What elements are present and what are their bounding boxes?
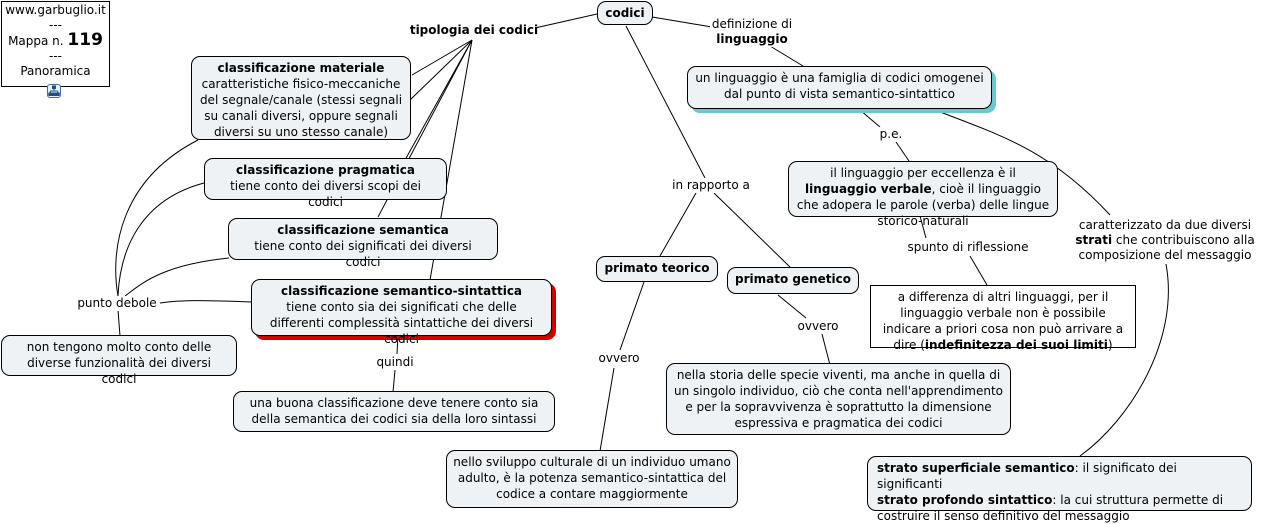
node-text: tiene conto sia dei significati che dell… xyxy=(269,300,534,346)
storia-specie-node[interactable]: nella storia delle specie viventi, ma an… xyxy=(666,363,1011,435)
punto-debole-label: punto debole xyxy=(76,296,158,311)
caratterizzato-label: caratterizzato da due diversi strati che… xyxy=(1062,218,1268,263)
classificazione-semantica-node[interactable]: classificazione semantica tiene conto de… xyxy=(228,218,498,269)
node-text: , cioè il linguaggio che adopera le paro… xyxy=(796,182,1050,228)
node-text: tiene conto dei diversi scopi dei codici xyxy=(230,179,421,209)
separator: --- xyxy=(49,18,62,32)
ovvero-label-teorico: ovvero xyxy=(596,351,642,366)
tipologia-label: tipologia dei codici xyxy=(409,23,539,37)
linguaggio-definition-node[interactable]: un linguaggio è una famiglia di codici o… xyxy=(687,66,992,109)
hierarchy-icon[interactable] xyxy=(47,84,61,98)
codici-node[interactable]: codici xyxy=(597,1,653,25)
in-rapporto-label: in rapporto a xyxy=(668,178,754,193)
definizione-label-bold: linguaggio xyxy=(716,32,788,46)
linguaggio-verbale-node[interactable]: il linguaggio per eccellenza è il lingua… xyxy=(788,161,1058,228)
definizione-label-line: definizione di xyxy=(711,17,793,31)
separator: --- xyxy=(49,49,62,63)
site-url[interactable]: www.garbuglio.it xyxy=(5,3,106,17)
node-title: classificazione materiale xyxy=(217,61,385,75)
node-bold: indefinitezza dei suoi limiti xyxy=(924,338,1108,352)
node-text: il linguaggio per eccellenza è il xyxy=(830,166,1016,180)
primato-genetico-node[interactable]: primato genetico xyxy=(727,267,859,294)
map-info-box: www.garbuglio.it --- Mappa n. 119 --- Pa… xyxy=(1,1,110,87)
node-text: tiene conto dei significati dei diversi … xyxy=(254,239,472,269)
label-text: caratterizzato da due diversi xyxy=(1078,218,1252,232)
node-text: ) xyxy=(1107,338,1113,352)
strati-node[interactable]: strato superficiale semantico: il signif… xyxy=(867,456,1252,523)
map-label: Mappa n. xyxy=(8,34,64,48)
node-text: : il significato dei significanti xyxy=(877,461,1177,491)
label-text: che contribuiscono alla composizione del… xyxy=(1078,233,1255,262)
quindi-label: quindi xyxy=(375,355,415,370)
ovvero-label-genetico: ovvero xyxy=(795,319,841,334)
label-bold: strati xyxy=(1075,233,1113,247)
view-label: Panoramica xyxy=(20,64,91,78)
primato-teorico-node[interactable]: primato teorico xyxy=(596,256,718,282)
sviluppo-culturale-node[interactable]: nello sviluppo culturale di un individuo… xyxy=(446,450,738,508)
node-bold: strato profondo sintattico xyxy=(877,493,1053,507)
non-tengono-node[interactable]: non tengono molto conto delle diverse fu… xyxy=(1,335,237,386)
classificazione-materiale-node[interactable]: classificazione materiale caratteristich… xyxy=(191,56,411,140)
node-title: classificazione semantico-sintattica xyxy=(280,284,523,298)
node-title: classificazione pragmatica xyxy=(236,163,415,177)
pe-label: p.e. xyxy=(876,127,906,142)
spunto-label: spunto di riflessione xyxy=(906,240,1030,255)
definizione-label: definizione di linguaggio xyxy=(710,17,794,47)
classificazione-pragmatica-node[interactable]: classificazione pragmatica tiene conto d… xyxy=(204,158,447,209)
node-bold: linguaggio verbale xyxy=(805,182,932,196)
node-title: classificazione semantica xyxy=(277,223,449,237)
classificazione-semantico-sintattica-node[interactable]: classificazione semantico-sintattica tie… xyxy=(251,279,552,346)
map-number-line: Mappa n. 119 xyxy=(2,30,109,50)
map-number: 119 xyxy=(67,30,103,50)
node-text: caratteristiche fisico-meccaniche del se… xyxy=(199,77,403,139)
buona-classificazione-node[interactable]: una buona classificazione deve tenere co… xyxy=(233,391,555,432)
node-text: a differenza di altri linguaggi, per il … xyxy=(882,290,1124,352)
differenza-node[interactable]: a differenza di altri linguaggi, per il … xyxy=(870,285,1136,352)
node-bold: strato superficiale semantico xyxy=(877,461,1075,475)
